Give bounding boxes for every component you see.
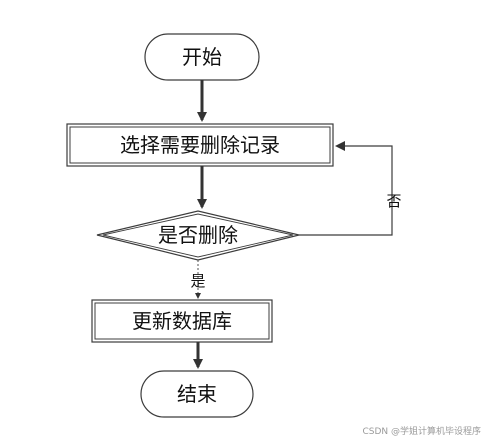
edge-no-loop (299, 141, 393, 236)
end-node: 结束 (140, 370, 254, 418)
edge-yes-arrowhead (195, 293, 201, 299)
start-node: 开始 (144, 33, 260, 81)
update-database-node: 更新数据库 (91, 299, 273, 343)
end-label: 结束 (177, 382, 217, 406)
start-label: 开始 (182, 45, 222, 69)
select-records-node: 选择需要删除记录 (66, 123, 334, 167)
yes-label: 是 (190, 272, 205, 290)
decision-label: 是否删除 (158, 223, 238, 247)
update-database-label: 更新数据库 (132, 309, 232, 333)
watermark-text: CSDN @学姐计算机毕设程序 (362, 427, 481, 437)
no-label: 否 (386, 192, 401, 210)
decision-node: 是否删除 (96, 210, 300, 261)
select-records-label: 选择需要删除记录 (120, 133, 280, 157)
